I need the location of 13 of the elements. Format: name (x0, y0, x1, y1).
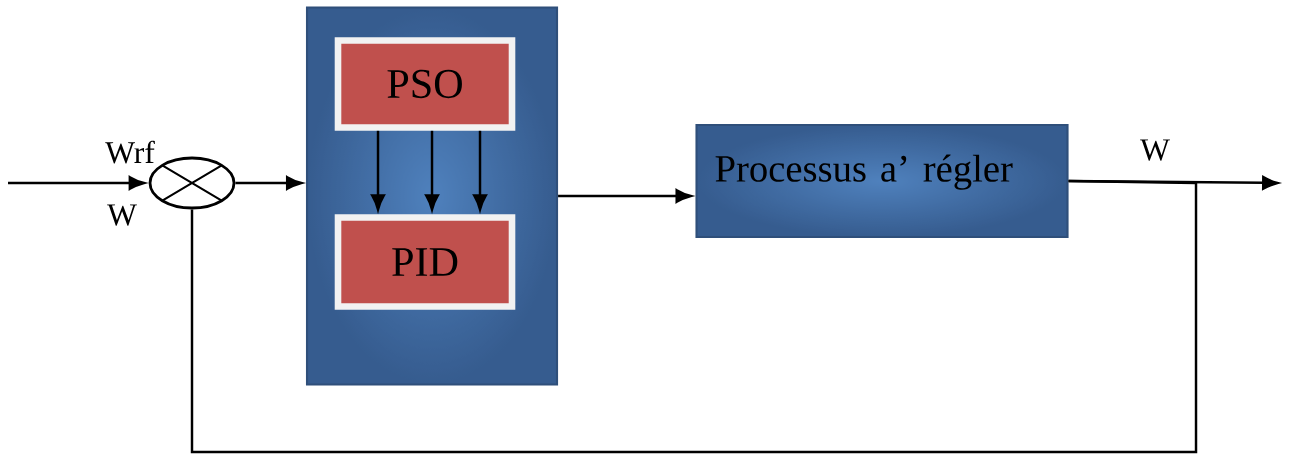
algorithm-box: PSO (334, 37, 516, 131)
signal-label: W (107, 204, 137, 226)
controller-block (305, 6, 559, 386)
signal-label: W (1140, 139, 1170, 161)
signal-label: Wrf (105, 140, 155, 164)
arrow (235, 176, 303, 191)
feedback-line (190, 179, 1198, 454)
arrow (8, 176, 146, 191)
arrow (473, 130, 488, 211)
algorithm-box: PID (334, 214, 516, 310)
arrow (371, 130, 386, 211)
arrow (425, 130, 440, 211)
process-box: Processus a’ régler (695, 123, 1069, 239)
